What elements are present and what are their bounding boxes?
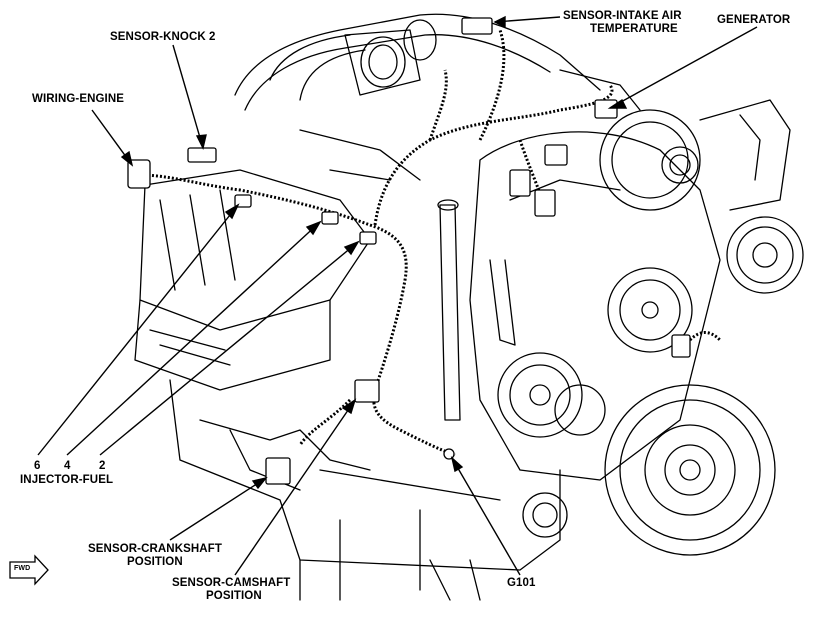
- label-sensor-intake-air-line2: TEMPERATURE: [590, 23, 678, 35]
- label-sensor-knock-2: SENSOR-KNOCK 2: [110, 31, 216, 43]
- label-sensor-crankshaft-line1: SENSOR-CRANKSHAFT: [88, 543, 222, 555]
- label-injector-fuel: INJECTOR-FUEL: [20, 474, 114, 486]
- label-injector-number-2: 2: [99, 460, 106, 472]
- wiring-harness: [139, 29, 722, 457]
- label-sensor-camshaft-line2: POSITION: [206, 590, 262, 602]
- leader-lines: [37, 15, 758, 576]
- connectors: [127, 17, 691, 485]
- label-g101: G101: [507, 577, 536, 589]
- label-wiring-engine: WIRING-ENGINE: [32, 93, 125, 105]
- label-injector-number-4: 4: [64, 460, 71, 472]
- label-injector-number-6: 6: [34, 460, 41, 472]
- label-sensor-camshaft-line1: SENSOR-CAMSHAFT: [172, 577, 291, 589]
- fwd-arrow-icon: [9, 554, 49, 586]
- label-sensor-intake-air-line1: SENSOR-INTAKE AIR: [563, 10, 682, 22]
- label-generator: GENERATOR: [717, 14, 791, 26]
- engine-block-outline: [134, 13, 804, 601]
- label-fwd: FWD: [14, 565, 31, 572]
- label-sensor-crankshaft-line2: POSITION: [127, 556, 183, 568]
